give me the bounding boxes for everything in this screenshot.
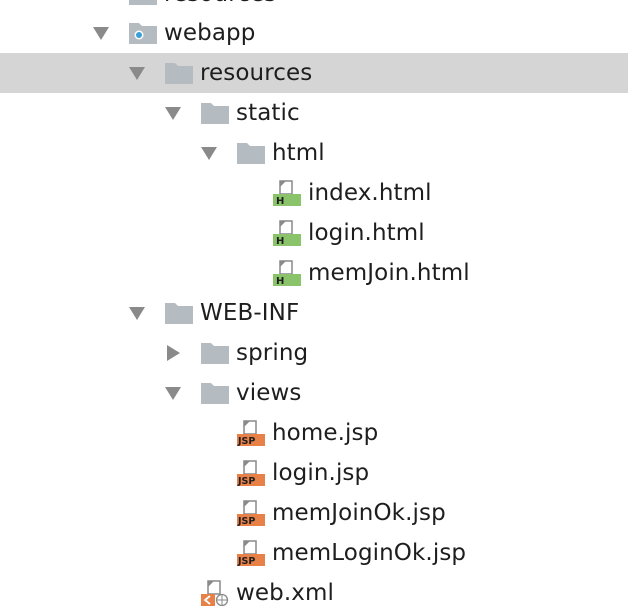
expand-arrow-down-icon[interactable] xyxy=(92,25,110,41)
expand-arrow-down-icon[interactable] xyxy=(128,65,146,81)
expand-arrow-down-icon[interactable] xyxy=(200,145,218,161)
jsp-file-icon: JSP xyxy=(236,540,266,566)
tree-item-label: memJoinOk.jsp xyxy=(272,500,446,526)
tree-item-label: views xyxy=(236,380,302,406)
tree-row-web-xml[interactable]: web.xml xyxy=(0,573,628,613)
tree-row-resources[interactable]: resources xyxy=(0,53,628,93)
tree-row-memjoinok-jsp[interactable]: JSP memJoinOk.jsp xyxy=(0,493,628,533)
tree-row-html[interactable]: html xyxy=(0,133,628,173)
folder-icon xyxy=(164,300,194,326)
tree-row-resources-top[interactable]: resources xyxy=(0,0,628,14)
tree-item-label: web.xml xyxy=(236,580,334,606)
jsp-file-icon: JSP xyxy=(236,420,266,446)
tree-item-label: WEB-INF xyxy=(200,300,300,326)
tree-item-label: webapp xyxy=(164,20,256,46)
tree-item-label: memLoginOk.jsp xyxy=(272,540,467,566)
expand-arrow-right-icon[interactable] xyxy=(164,345,182,361)
tree-row-webapp[interactable]: webapp xyxy=(0,13,628,53)
expand-arrow-down-icon[interactable] xyxy=(164,105,182,121)
folder-icon xyxy=(200,380,230,406)
html-badge-text: H xyxy=(276,196,284,206)
expand-arrow-down-icon[interactable] xyxy=(164,385,182,401)
html-file-icon: H xyxy=(272,220,302,246)
jsp-file-icon: JSP xyxy=(236,500,266,526)
jsp-badge-text: JSP xyxy=(237,436,255,446)
html-badge-text: H xyxy=(276,236,284,246)
html-file-icon: H xyxy=(272,260,302,286)
tree-row-web-inf[interactable]: WEB-INF xyxy=(0,293,628,333)
tree-item-label: index.html xyxy=(308,180,432,206)
tree-row-login-jsp[interactable]: JSP login.jsp xyxy=(0,453,628,493)
html-badge-text: H xyxy=(276,276,284,286)
expand-arrow-down-icon[interactable] xyxy=(128,305,146,321)
web-folder-icon xyxy=(128,20,158,46)
folder-icon xyxy=(164,60,194,86)
jsp-badge-text: JSP xyxy=(237,476,255,486)
folder-icon xyxy=(128,0,158,7)
xml-file-icon xyxy=(200,580,230,606)
tree-row-views[interactable]: views xyxy=(0,373,628,413)
folder-icon xyxy=(200,340,230,366)
tree-item-label: resources xyxy=(164,0,276,14)
tree-row-static[interactable]: static xyxy=(0,93,628,133)
jsp-badge-text: JSP xyxy=(237,556,255,566)
folder-icon xyxy=(236,140,266,166)
tree-item-label: static xyxy=(236,100,300,126)
tree-item-label: spring xyxy=(236,340,309,366)
tree-item-label: login.jsp xyxy=(272,460,370,486)
tree-item-label: memJoin.html xyxy=(308,260,470,286)
tree-row-memloginok-jsp[interactable]: JSP memLoginOk.jsp xyxy=(0,533,628,573)
tree-item-label: html xyxy=(272,140,325,166)
tree-row-spring[interactable]: spring xyxy=(0,333,628,373)
jsp-file-icon: JSP xyxy=(236,460,266,486)
tree-item-label: login.html xyxy=(308,220,425,246)
html-file-icon: H xyxy=(272,180,302,206)
tree-item-label: home.jsp xyxy=(272,420,379,446)
folder-icon xyxy=(200,100,230,126)
tree-row-index-html[interactable]: H index.html xyxy=(0,173,628,213)
tree-row-memjoin-html[interactable]: H memJoin.html xyxy=(0,253,628,293)
tree-row-login-html[interactable]: H login.html xyxy=(0,213,628,253)
tree-item-label: resources xyxy=(200,60,313,86)
jsp-badge-text: JSP xyxy=(237,516,255,526)
tree-row-home-jsp[interactable]: JSP home.jsp xyxy=(0,413,628,453)
